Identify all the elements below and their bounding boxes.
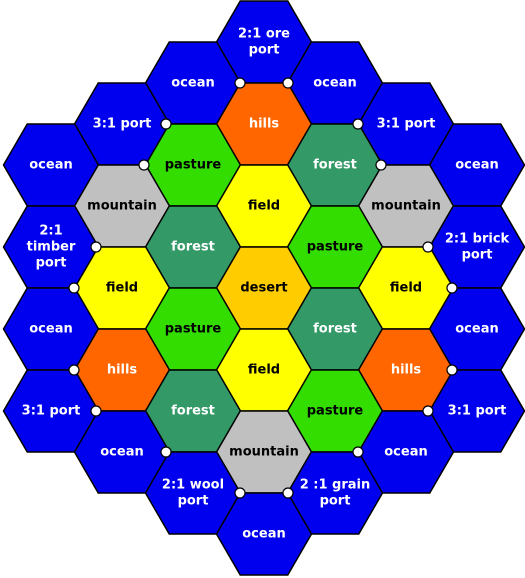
hex-label: port <box>249 43 280 58</box>
hex-label: field <box>390 281 422 296</box>
hex-label: mountain <box>87 199 157 214</box>
port-markers-layer <box>68 77 458 499</box>
hex-label: field <box>248 363 280 378</box>
port-marker-dot <box>422 241 434 253</box>
hex-label: ocean <box>384 445 427 460</box>
hex-label: timber <box>27 240 76 255</box>
port-marker-dot <box>282 77 294 89</box>
hex-label: pasture <box>165 158 222 173</box>
port-marker-dot <box>446 364 458 376</box>
hex-label: pasture <box>307 240 364 255</box>
hex-tile-ocean: ocean <box>215 492 313 576</box>
port-marker-dot <box>352 446 364 458</box>
hex-label: 3:1 port <box>448 404 507 419</box>
port-marker-dot <box>422 405 434 417</box>
hex-label: 2:1 <box>39 224 62 239</box>
hex-label: field <box>248 199 280 214</box>
hex-label: 3:1 port <box>93 117 152 132</box>
port-marker-dot <box>160 446 172 458</box>
hex-label: forest <box>171 404 215 419</box>
hex-tile-forest: forest <box>144 369 242 453</box>
hex-label: port <box>178 494 209 509</box>
hex-label: ocean <box>100 445 143 460</box>
hex-tile-hills: hills <box>357 328 455 412</box>
hex-label: hills <box>391 363 422 378</box>
port-marker-dot <box>282 487 294 499</box>
hex-label: forest <box>313 158 357 173</box>
hex-tile-field: field <box>357 246 455 330</box>
hex-label: hills <box>249 117 280 132</box>
port-marker-dot <box>375 159 387 171</box>
port-marker-dot <box>160 118 172 130</box>
hex-label: port <box>462 248 493 263</box>
hex-label: ocean <box>29 158 72 173</box>
hex-label: ocean <box>242 527 285 542</box>
hex-tile-ocean: ocean <box>357 410 455 494</box>
port-marker-dot <box>138 159 150 171</box>
hex-label: pasture <box>307 404 364 419</box>
port-marker-dot <box>234 487 246 499</box>
port-marker-dot <box>90 405 102 417</box>
hex-label: port <box>36 256 67 271</box>
hex-label: forest <box>171 240 215 255</box>
hex-label: ocean <box>455 322 498 337</box>
hex-tile-mountain: mountain <box>73 164 171 248</box>
hex-label: 2:1 wool <box>162 478 224 493</box>
hex-label: 2:1 ore <box>238 27 290 42</box>
hex-tile-desert: desert <box>215 246 313 330</box>
hex-label: forest <box>313 322 357 337</box>
port-marker-dot <box>68 282 80 294</box>
hex-label: 3:1 port <box>377 117 436 132</box>
hex-label: port <box>320 494 351 509</box>
hex-label: desert <box>240 281 287 296</box>
port-marker-dot <box>446 282 458 294</box>
hex-tile-ocean: 3:1 port <box>357 82 455 166</box>
hex-tile-ocean: ocean <box>428 123 525 207</box>
hex-label: hills <box>107 363 138 378</box>
port-marker-dot <box>90 241 102 253</box>
hex-label: pasture <box>165 322 222 337</box>
hex-label: mountain <box>229 445 299 460</box>
hex-label: ocean <box>171 76 214 91</box>
hex-label: ocean <box>455 158 498 173</box>
hex-label: ocean <box>29 322 72 337</box>
port-marker-dot <box>352 118 364 130</box>
port-marker-dot <box>68 364 80 376</box>
hex-label: ocean <box>313 76 356 91</box>
hex-label: 2:1 brick <box>445 232 510 247</box>
hex-label: 2 :1 grain <box>300 478 371 493</box>
port-marker-dot <box>234 77 246 89</box>
hex-label: field <box>106 281 138 296</box>
hex-label: 3:1 port <box>22 404 81 419</box>
hex-label: mountain <box>371 199 441 214</box>
hex-tile-field: field <box>73 246 171 330</box>
